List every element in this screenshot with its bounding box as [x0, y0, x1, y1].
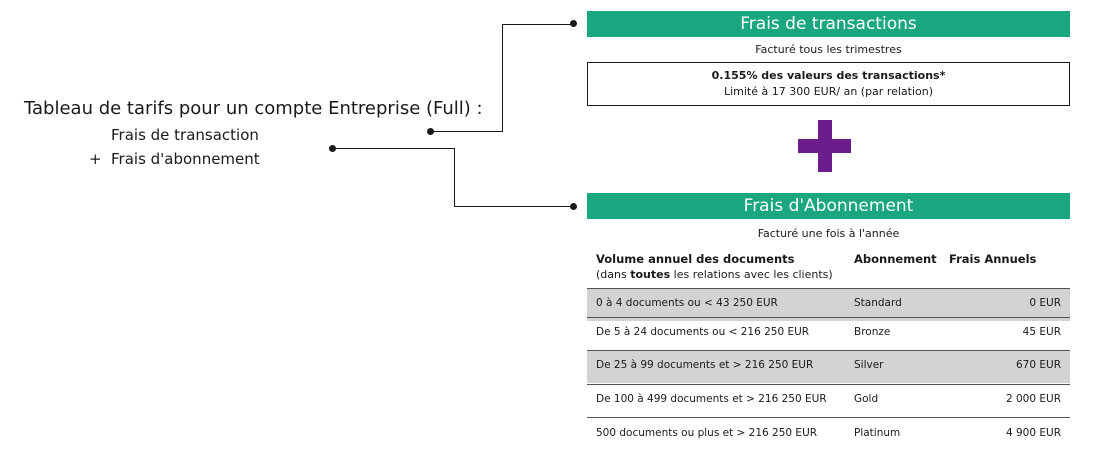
column-header-abonnement: Abonnement [854, 252, 937, 266]
table-divider [587, 384, 1070, 385]
table-row: De 100 à 499 documents et > 216 250 EUR … [596, 393, 1061, 405]
connector-dot [329, 145, 336, 152]
table-divider [587, 317, 1070, 318]
transaction-fees-banner: Frais de transactions [587, 11, 1070, 37]
connector-dot [570, 203, 577, 210]
table-divider [587, 417, 1070, 418]
table-row: 500 documents ou plus et > 216 250 EUR P… [596, 427, 1061, 439]
subscription-billing-frequency: Facturé une fois à l'année [757, 227, 900, 240]
table-divider [587, 288, 1070, 289]
table-row: De 5 à 24 documents ou < 216 250 EUR Bro… [596, 326, 1061, 338]
connector-line [333, 148, 455, 149]
item-transaction-fees: Frais de transaction [111, 126, 259, 144]
plus-icon [818, 120, 832, 172]
transaction-fee-box: 0.155% des valeurs des transactions* Lim… [587, 62, 1070, 106]
item-subscription-label: Frais d'abonnement [111, 150, 260, 168]
connector-line [454, 148, 455, 206]
connector-line [454, 206, 572, 207]
connector-line [431, 131, 503, 132]
connector-dot [427, 128, 434, 135]
transaction-billing-frequency: Facturé tous les trimestres [755, 43, 902, 56]
table-row: 0 à 4 documents ou < 43 250 EUR Standard… [587, 289, 1070, 321]
table-row: De 25 à 99 documents et > 216 250 EUR Si… [587, 351, 1070, 383]
transaction-fee-cap: Limité à 17 300 EUR/ an (par relation) [723, 85, 934, 98]
connector-line [502, 24, 572, 25]
plus-sign: + [89, 150, 102, 168]
connector-dot [570, 20, 577, 27]
connector-line [502, 24, 503, 132]
pricing-table-title: Tableau de tarifs pour un compte Entrepr… [24, 98, 483, 119]
column-header-volume: Volume annuel des documents (dans toutes… [596, 252, 833, 281]
item-subscription-fees: + Frais d'abonnement [89, 150, 260, 168]
column-header-frais: Frais Annuels [949, 252, 1037, 266]
subscription-fees-banner: Frais d'Abonnement [587, 193, 1070, 219]
transaction-fee-rate: 0.155% des valeurs des transactions* [711, 69, 946, 82]
table-divider [587, 350, 1070, 351]
